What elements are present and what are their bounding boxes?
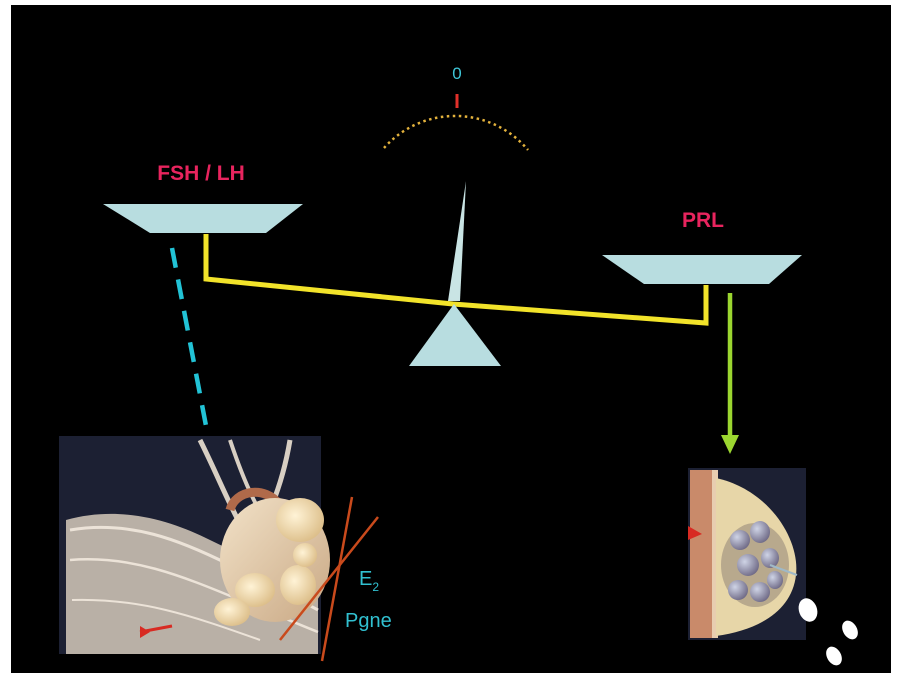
- left-pan-label: FSH / LH: [157, 162, 245, 185]
- ovary-illustration: [59, 436, 330, 654]
- pgne-label: Pgne: [345, 610, 392, 632]
- right-pan-label: PRL: [682, 209, 724, 232]
- zero-label: 0: [452, 64, 461, 83]
